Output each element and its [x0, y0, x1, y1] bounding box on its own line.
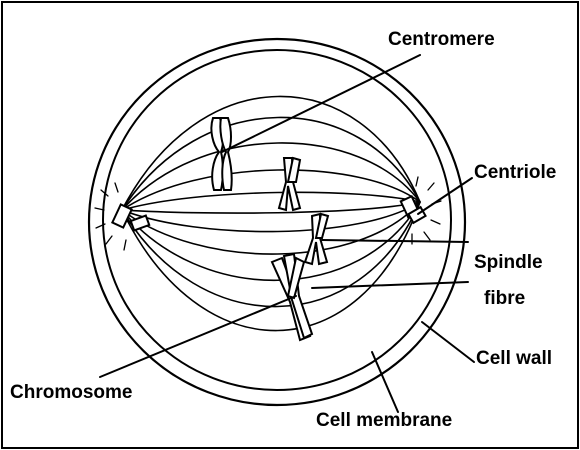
- label-spindle: Spindle: [474, 252, 543, 273]
- label-cell-wall: Cell wall: [476, 348, 552, 369]
- label-centriole: Centriole: [474, 162, 556, 183]
- label-cell-membrane: Cell membrane: [316, 410, 452, 431]
- label-chromosome: Chromosome: [10, 382, 132, 403]
- label-centromere: Centromere: [388, 29, 495, 50]
- label-fibre: fibre: [484, 288, 525, 309]
